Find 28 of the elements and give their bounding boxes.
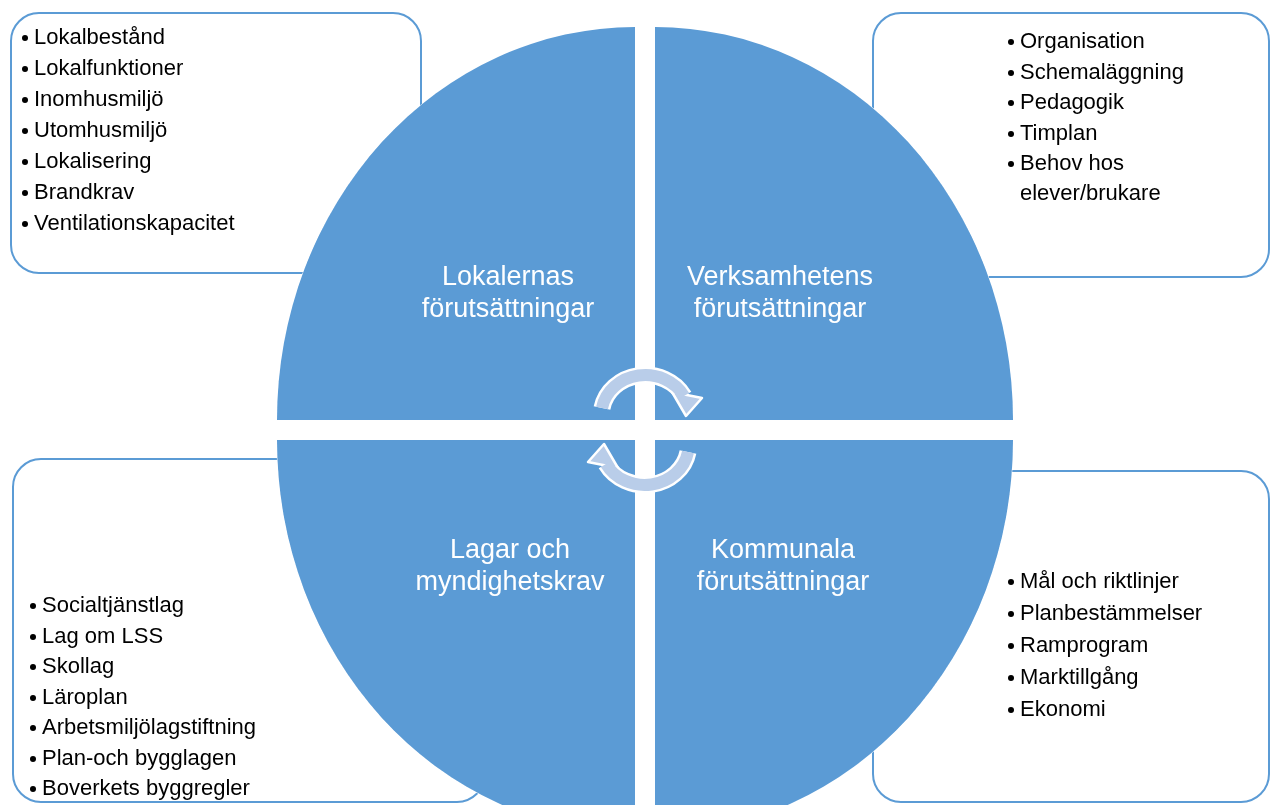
list-item: Ramprogram xyxy=(1020,631,1149,659)
list-item: Pedagogik xyxy=(1020,88,1124,116)
quadrant-title: Kommunala förutsättningar xyxy=(695,533,871,597)
list-item: Ventilationskapacitet xyxy=(34,209,235,237)
list-item: Lokalisering xyxy=(34,147,152,175)
list-item: Mål och riktlinjer xyxy=(1020,567,1179,595)
list-item: Socialtjänstlag xyxy=(42,591,184,619)
list-item: Brandkrav xyxy=(34,178,135,206)
list-item: Lokalbestånd xyxy=(34,23,165,51)
quadrant-title: Verksamhetens förutsättningar xyxy=(685,260,875,324)
list-item: Inomhusmiljö xyxy=(34,85,164,113)
list-item: Utomhusmiljö xyxy=(34,116,168,144)
list-item: Skollag xyxy=(42,652,115,680)
list-item: Ekonomi xyxy=(1020,695,1106,723)
list-item: Marktillgång xyxy=(1020,663,1139,691)
list-item: Boverkets byggregler xyxy=(42,774,250,802)
list-item: Lag om LSS xyxy=(42,621,164,650)
list-item: Lokalfunktioner xyxy=(34,54,184,82)
list-item: Läroplan xyxy=(42,682,128,711)
list-item: Planbestämmelser xyxy=(1020,599,1203,627)
quadrant-title: Lokalernas förutsättningar xyxy=(420,260,596,324)
list-item: Organisation xyxy=(1020,27,1145,55)
list-item: Timplan xyxy=(1020,118,1098,147)
list-item: Schemaläggning xyxy=(1020,57,1184,86)
list-item: Behov hos elever/brukare xyxy=(1020,149,1162,207)
list-item: Plan-och bygglagen xyxy=(42,743,237,772)
list-item: Arbetsmiljölagstiftning xyxy=(42,713,256,741)
quadrant-title: Lagar och myndighetskrav xyxy=(414,533,606,597)
